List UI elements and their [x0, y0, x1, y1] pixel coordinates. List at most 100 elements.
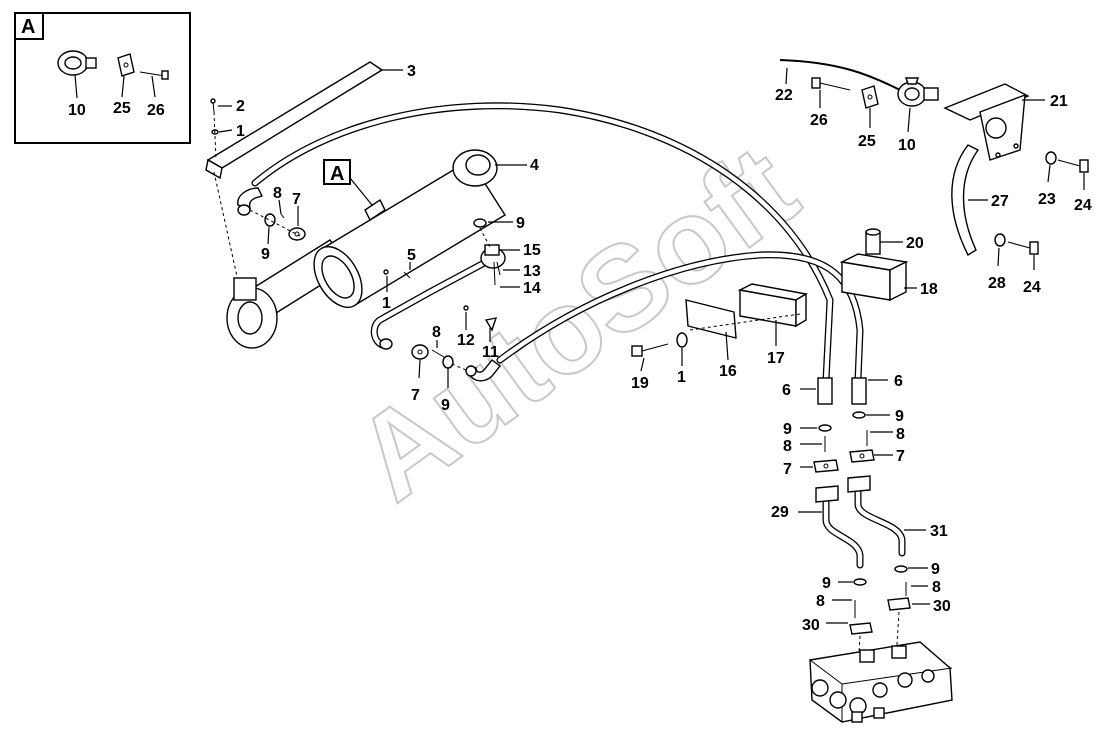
- callout-3: 3: [407, 63, 416, 80]
- callout-14: 14: [523, 280, 541, 297]
- callout-4: 4: [530, 157, 539, 174]
- elbow-fitting-icon: [237, 187, 264, 216]
- callout-2: 2: [236, 98, 245, 115]
- callout-9-r2: 9: [931, 561, 940, 578]
- callout-7-mid: 7: [411, 387, 420, 404]
- callout-9-r1: 9: [895, 408, 904, 425]
- hose-assembly-left: [251, 102, 834, 384]
- callout-18: 18: [920, 281, 938, 298]
- callout-26-inset: 26: [147, 102, 165, 119]
- bolt-icon: [811, 77, 851, 91]
- clamp-icon: [861, 85, 879, 109]
- cable: [779, 59, 901, 91]
- callout-8-l1: 8: [783, 438, 792, 455]
- callout-9-left: 9: [261, 246, 270, 263]
- callout-8-l2: 8: [816, 593, 825, 610]
- callout-8-r1: 8: [896, 426, 905, 443]
- callout-20: 20: [906, 235, 924, 252]
- callout-7-left: 7: [292, 191, 301, 208]
- hose-end-fitting-icon: [817, 377, 867, 405]
- callout-1-low: 1: [677, 369, 686, 386]
- clamp-icon: [117, 53, 135, 77]
- cylinder-view-label: A: [330, 163, 344, 185]
- callout-7-r1: 7: [896, 448, 905, 465]
- bolt-icon: [1007, 241, 1039, 255]
- clamp-block-icon: [839, 253, 909, 302]
- spacer-icon: [865, 228, 881, 255]
- callout-25: 25: [858, 133, 876, 150]
- o-ring-icon: [852, 411, 866, 419]
- callout-10-inset: 10: [68, 102, 86, 119]
- callout-13: 13: [523, 263, 541, 280]
- flange-clamp-icon: [411, 344, 429, 360]
- elbow-fitting-icon: [465, 359, 501, 382]
- steel-pipe: [847, 475, 906, 557]
- callout-31: 31: [930, 523, 948, 540]
- steel-pipe: [815, 485, 864, 569]
- screw-icon: [403, 271, 411, 279]
- o-ring-icon: [473, 218, 487, 228]
- pipe-end-icon: [379, 338, 393, 350]
- washer-icon: [383, 269, 389, 275]
- callout-22: 22: [775, 87, 793, 104]
- callout-25-inset: 25: [113, 100, 131, 117]
- watermark-text: AutoSoft: [332, 120, 821, 526]
- washer-icon: [994, 233, 1006, 247]
- callout-8-r2: 8: [932, 579, 941, 596]
- washer-icon: [1045, 151, 1057, 165]
- callout-24-low: 24: [1023, 279, 1041, 296]
- flange-clamp-icon: [887, 597, 911, 611]
- curved-guard-icon: [951, 144, 980, 257]
- callout-23: 23: [1038, 191, 1056, 208]
- view-a-marker: A: [323, 159, 373, 206]
- callout-5: 5: [407, 247, 416, 264]
- flange-clamp-icon: [813, 459, 839, 473]
- flange-clamp-icon: [288, 227, 306, 241]
- position-switch-icon: [57, 50, 97, 76]
- pipe-clamp-icon: [480, 244, 506, 269]
- callout-27: 27: [991, 193, 1009, 210]
- o-ring-icon: [853, 578, 867, 586]
- callout-12: 12: [457, 332, 475, 349]
- callout-1-mid: 1: [382, 295, 391, 312]
- control-valve-block: [809, 641, 953, 723]
- callout-26: 26: [810, 112, 828, 129]
- callout-30-r: 30: [933, 598, 951, 615]
- flange-clamp-icon: [849, 449, 875, 463]
- callout-8-mid: 8: [432, 324, 441, 341]
- callout-8-left: 8: [273, 185, 282, 202]
- clamp-block-icon: [737, 283, 808, 328]
- callout-30-l: 30: [802, 617, 820, 634]
- callout-7-l1: 7: [783, 461, 792, 478]
- flange-clamp-icon: [849, 622, 873, 635]
- callout-16: 16: [719, 363, 737, 380]
- callout-1-top: 1: [236, 123, 245, 140]
- screw-icon: [210, 98, 216, 113]
- callout-24-top: 24: [1074, 197, 1092, 214]
- washer-icon: [463, 305, 469, 311]
- callout-15: 15: [523, 242, 541, 259]
- bolt-icon: [1057, 159, 1089, 173]
- callout-19: 19: [631, 375, 649, 392]
- callout-29: 29: [771, 504, 789, 521]
- callout-9-mid: 9: [516, 215, 525, 232]
- o-ring-icon: [264, 213, 276, 227]
- callout-10: 10: [898, 137, 916, 154]
- cap-icon: [484, 317, 498, 332]
- switch-bracket-icon: [943, 83, 1030, 161]
- hydraulic-cylinder: [226, 149, 506, 349]
- callout-9-low: 9: [441, 397, 450, 414]
- washer-icon: [676, 332, 688, 348]
- bolt-icon: [139, 70, 169, 80]
- inset-box: A 10 25 26: [14, 12, 191, 144]
- inset-label: A: [21, 16, 35, 38]
- position-switch-icon: [897, 77, 939, 107]
- callout-17: 17: [767, 350, 785, 367]
- callout-28: 28: [988, 275, 1006, 292]
- o-ring-icon: [818, 424, 832, 432]
- o-ring-icon: [442, 355, 454, 369]
- callout-9-l2: 9: [822, 575, 831, 592]
- bolt-icon: [631, 343, 669, 357]
- clamp-plate-icon: [685, 299, 737, 339]
